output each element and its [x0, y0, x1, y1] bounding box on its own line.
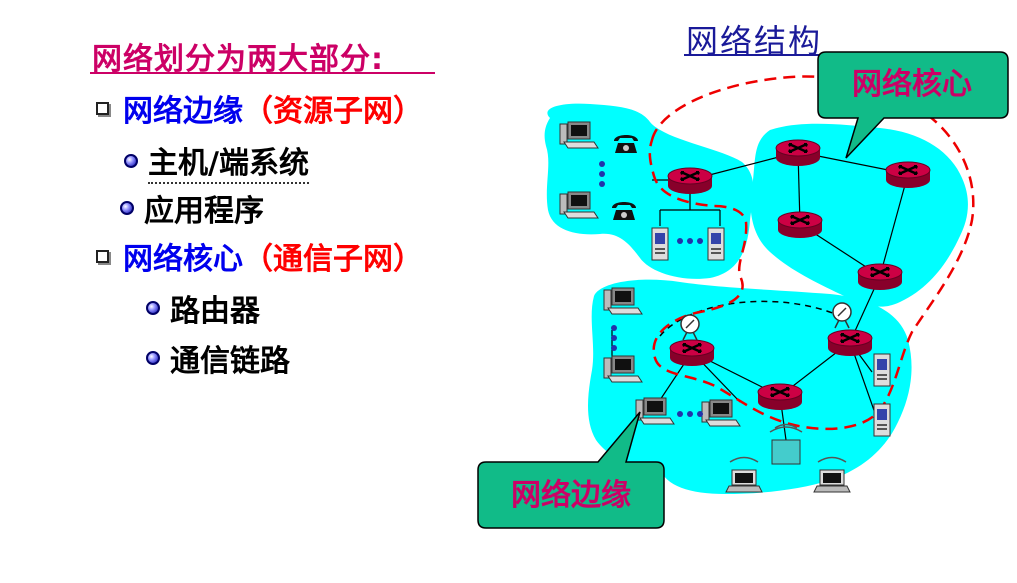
edge-close-paren: ） — [393, 94, 423, 129]
server-icon — [873, 403, 891, 437]
links-label: 通信链路 — [170, 344, 290, 379]
round-bullet-icon — [146, 301, 160, 315]
callout-network-edge — [477, 411, 665, 529]
applications-label: 应用程序 — [144, 194, 264, 229]
square-bullet-icon — [96, 249, 109, 263]
edge-open-paren: （ — [243, 94, 273, 129]
wireless-waves-icon — [729, 456, 847, 463]
router-icon — [776, 210, 824, 240]
edge-sub-label: 资源子网 — [273, 94, 393, 129]
core-label: 网络核心 — [123, 242, 243, 277]
bullet-network-core: 网络核心 （ 通信子网 ） — [96, 234, 423, 278]
server-icon — [651, 227, 669, 261]
round-bullet-icon — [120, 201, 134, 215]
router-icon — [668, 338, 716, 368]
server-icon — [873, 353, 891, 387]
router-icon — [856, 262, 904, 292]
wireless-access-point-icon — [771, 439, 801, 465]
square-bullet-icon — [96, 101, 109, 115]
bullet-routers: 路由器 — [146, 286, 260, 330]
diagram-title: 网络结构 — [686, 22, 823, 60]
router-icon — [756, 382, 804, 412]
bullet-network-edge: 网络边缘 （ 资源子网 ） — [96, 86, 423, 130]
routers-label: 路由器 — [170, 294, 260, 329]
ellipsis-dots — [611, 325, 617, 351]
hosts-label: 主机/端系统 — [148, 138, 309, 184]
router-icon — [884, 160, 932, 190]
bullet-applications: 应用程序 — [120, 186, 264, 230]
section-heading: 网络划分为两大部分: — [92, 42, 384, 77]
bullet-hosts: 主机/端系统 — [124, 138, 309, 184]
bullet-links: 通信链路 — [146, 336, 290, 380]
router-icon — [826, 328, 874, 358]
callout-network-edge-label: 网络边缘 — [511, 478, 631, 513]
server-icon — [707, 227, 725, 261]
router-icon — [774, 138, 822, 168]
heading-underline — [90, 72, 435, 74]
callout-network-core — [817, 51, 1009, 159]
ellipsis-dots — [677, 238, 703, 244]
router-icon — [666, 166, 714, 196]
round-bullet-icon — [146, 351, 160, 365]
wireless-waves-icon — [769, 423, 803, 433]
ellipsis-dots — [599, 161, 605, 187]
edge-region-bottom — [588, 279, 912, 494]
core-close-paren: ） — [393, 242, 423, 277]
core-open-paren: （ — [243, 242, 273, 277]
callout-network-core-label: 网络核心 — [852, 67, 972, 102]
satellite-link — [659, 300, 841, 337]
round-bullet-icon — [124, 154, 138, 168]
core-sub-label: 通信子网 — [273, 242, 393, 277]
ellipsis-dots — [677, 411, 703, 417]
edge-label: 网络边缘 — [123, 94, 243, 129]
diagram-title-underline — [684, 54, 840, 56]
